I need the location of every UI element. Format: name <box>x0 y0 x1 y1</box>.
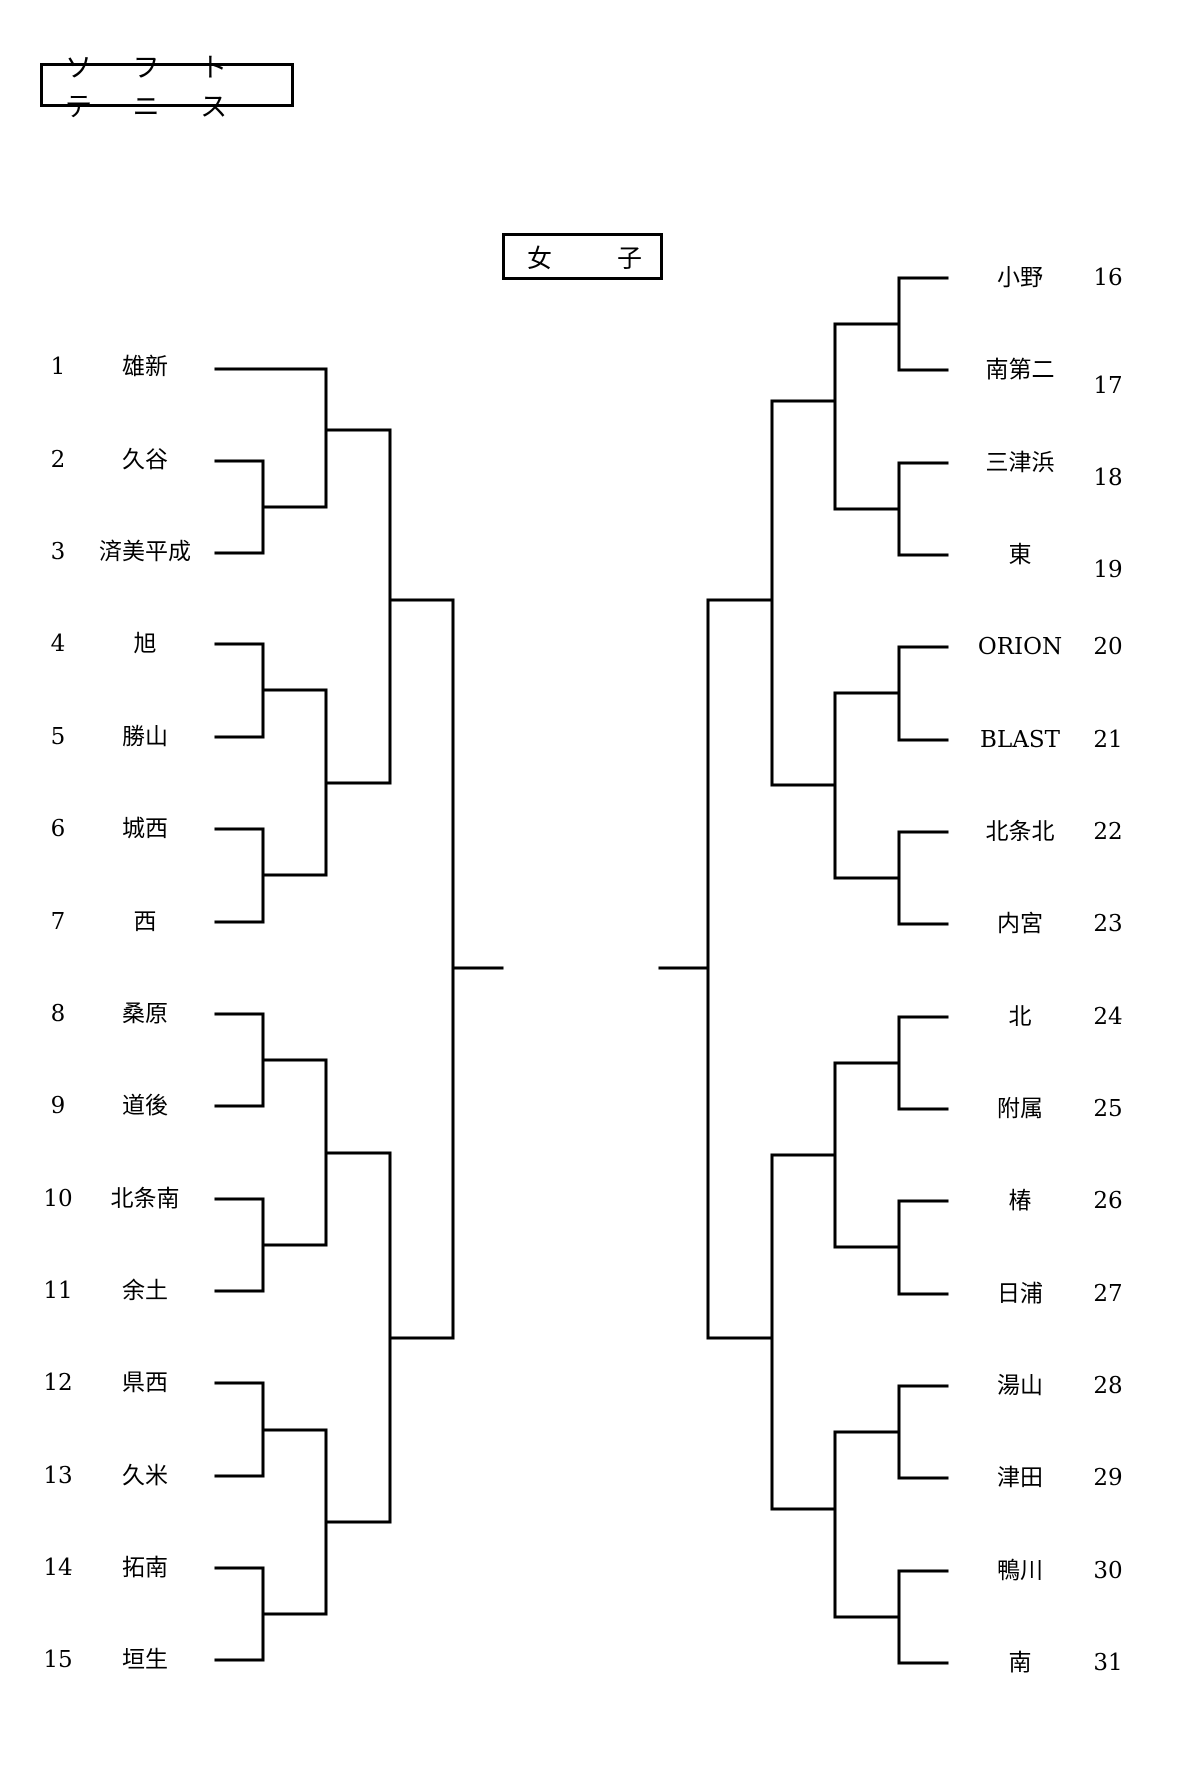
right-team: 鴨川 <box>997 1558 1043 1584</box>
right-seed: 21 <box>1093 727 1123 753</box>
bracket-line <box>897 830 949 926</box>
bracket-line <box>214 827 265 924</box>
left-team: 余土 <box>122 1278 168 1304</box>
bracket-line <box>214 1197 265 1293</box>
bracket-line <box>897 276 949 372</box>
left-seed: 5 <box>50 724 66 750</box>
left-team: 勝山 <box>122 724 168 750</box>
right-team: 津田 <box>997 1465 1043 1491</box>
bracket-line <box>214 1012 265 1108</box>
left-team: 久谷 <box>122 447 168 473</box>
right-team: 附属 <box>997 1096 1043 1122</box>
right-team: BLAST <box>980 727 1060 753</box>
right-seed: 28 <box>1093 1373 1123 1399</box>
bracket-line <box>214 459 265 555</box>
left-team: 久米 <box>122 1463 168 1489</box>
left-team: 桑原 <box>122 1001 168 1027</box>
left-seed: 10 <box>43 1186 73 1212</box>
bracket-line <box>897 645 949 742</box>
left-seed: 4 <box>50 631 66 657</box>
right-seed: 22 <box>1093 819 1123 845</box>
sport-title-text: ソ フ ト テ ニ ス <box>65 53 244 123</box>
right-seed: 27 <box>1093 1281 1123 1307</box>
bracket-line <box>214 1381 265 1478</box>
right-seed: 29 <box>1093 1465 1123 1491</box>
left-seed: 9 <box>50 1093 66 1119</box>
right-seed: 23 <box>1093 911 1123 937</box>
left-seed: 1 <box>50 354 66 380</box>
left-team: 県西 <box>122 1370 168 1396</box>
right-team: 東 <box>1008 542 1032 568</box>
category-label: 女 子 <box>502 233 663 280</box>
left-team: 雄新 <box>122 354 168 380</box>
bracket-line <box>897 461 949 557</box>
left-seed: 12 <box>43 1370 73 1396</box>
left-team: 道後 <box>122 1093 168 1119</box>
bracket-line <box>897 1199 949 1296</box>
right-team: 内宮 <box>997 911 1043 937</box>
right-team: 南 <box>1008 1650 1032 1676</box>
left-seed: 7 <box>50 909 66 935</box>
right-team: 日浦 <box>997 1281 1043 1307</box>
bracket-line <box>897 1384 949 1480</box>
bracket-line <box>214 367 328 509</box>
right-team: 椿 <box>1008 1188 1032 1214</box>
left-team: 済美平成 <box>99 539 191 565</box>
left-seed: 6 <box>50 816 66 842</box>
bracket-line <box>214 1566 265 1662</box>
left-team: 旭 <box>133 631 157 657</box>
right-team: 三津浜 <box>985 450 1055 476</box>
right-seed: 19 <box>1093 557 1123 583</box>
left-seed: 2 <box>50 447 66 473</box>
right-seed: 17 <box>1093 373 1123 399</box>
bracket-line <box>214 642 265 739</box>
right-seed: 30 <box>1093 1558 1123 1584</box>
right-seed: 25 <box>1093 1096 1123 1122</box>
category-right-char: 子 <box>616 243 642 273</box>
right-seed: 18 <box>1093 465 1123 491</box>
left-seed: 15 <box>43 1647 73 1673</box>
bracket-line <box>897 1569 949 1665</box>
right-seed: 26 <box>1093 1188 1123 1214</box>
left-team: 城西 <box>122 816 168 842</box>
right-team: 北条北 <box>985 819 1055 845</box>
left-team: 垣生 <box>122 1647 168 1673</box>
left-seed: 3 <box>50 539 66 565</box>
left-seed: 13 <box>43 1463 73 1489</box>
category-left-char: 女 <box>527 243 553 273</box>
right-seed: 31 <box>1093 1650 1123 1676</box>
bracket-line <box>897 1015 949 1111</box>
right-seed: 20 <box>1093 634 1123 660</box>
left-seed: 8 <box>50 1001 66 1027</box>
right-team: 北 <box>1008 1004 1032 1030</box>
left-team: 拓南 <box>122 1555 168 1581</box>
left-team: 北条南 <box>110 1186 180 1212</box>
right-team: 南第二 <box>985 357 1055 383</box>
sport-title: ソ フ ト テ ニ ス <box>40 53 294 123</box>
right-team: 湯山 <box>997 1373 1043 1399</box>
left-team: 西 <box>133 909 157 935</box>
left-seed: 14 <box>43 1555 73 1581</box>
right-seed: 24 <box>1093 1004 1123 1030</box>
right-team: ORION <box>977 634 1063 660</box>
right-seed: 16 <box>1093 265 1123 291</box>
right-team: 小野 <box>997 265 1043 291</box>
left-seed: 11 <box>43 1278 73 1304</box>
